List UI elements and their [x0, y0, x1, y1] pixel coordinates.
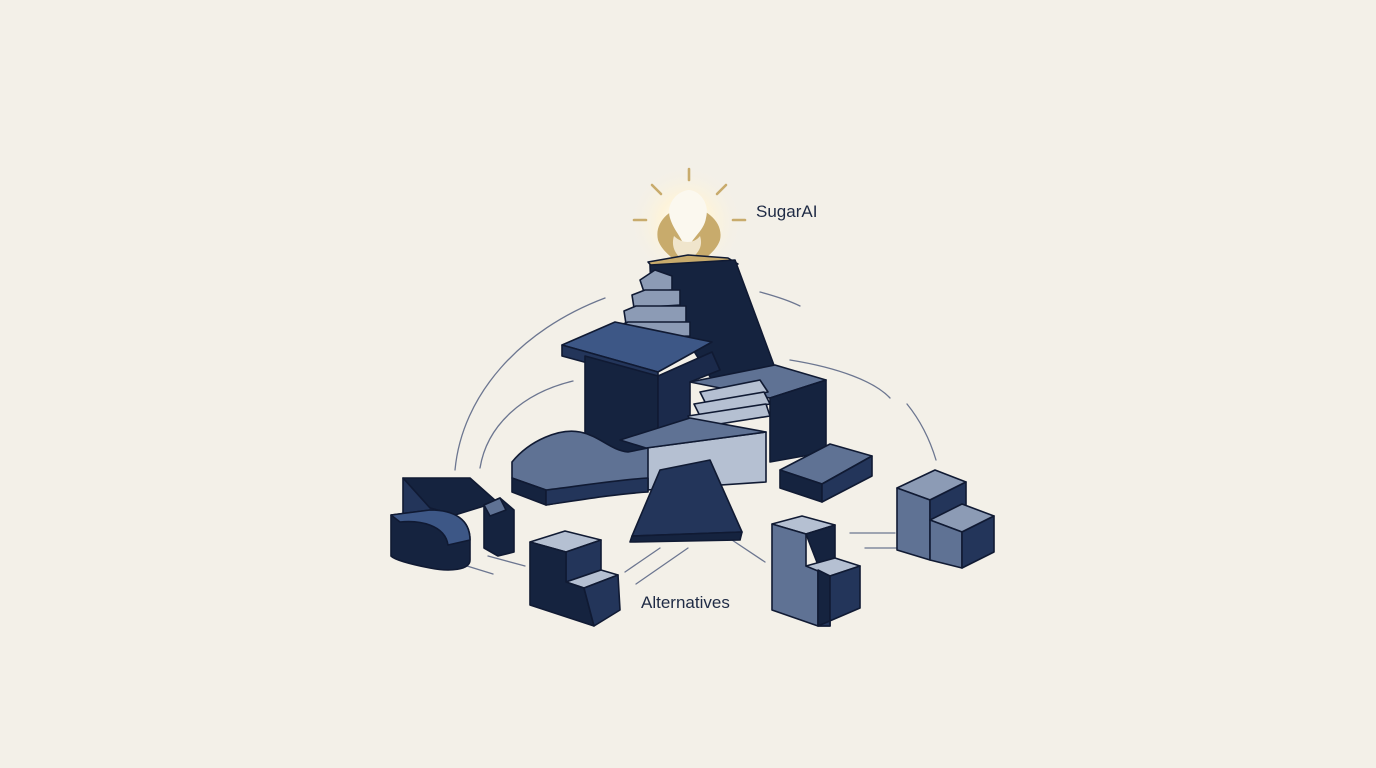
- arc-left-inner: [479, 380, 574, 469]
- line-left-mid: [487, 555, 526, 567]
- right-l-block: [771, 515, 861, 627]
- right-blocks: [896, 469, 995, 569]
- arc-right-top: [759, 291, 801, 307]
- line-center-left: [624, 547, 661, 573]
- left-l-block: [529, 530, 621, 627]
- label-alternatives: Alternatives: [641, 593, 730, 612]
- arc-left-outer: [454, 297, 606, 471]
- line-center-right: [731, 539, 766, 563]
- center-front-block: [629, 459, 743, 543]
- central-mountain: [511, 254, 873, 506]
- arc-right-mid: [789, 359, 891, 399]
- line-center-left2: [635, 547, 689, 585]
- left-blocks: [390, 477, 515, 571]
- arc-right-outer: [906, 403, 937, 461]
- label-sugarai: SugarAI: [756, 202, 818, 221]
